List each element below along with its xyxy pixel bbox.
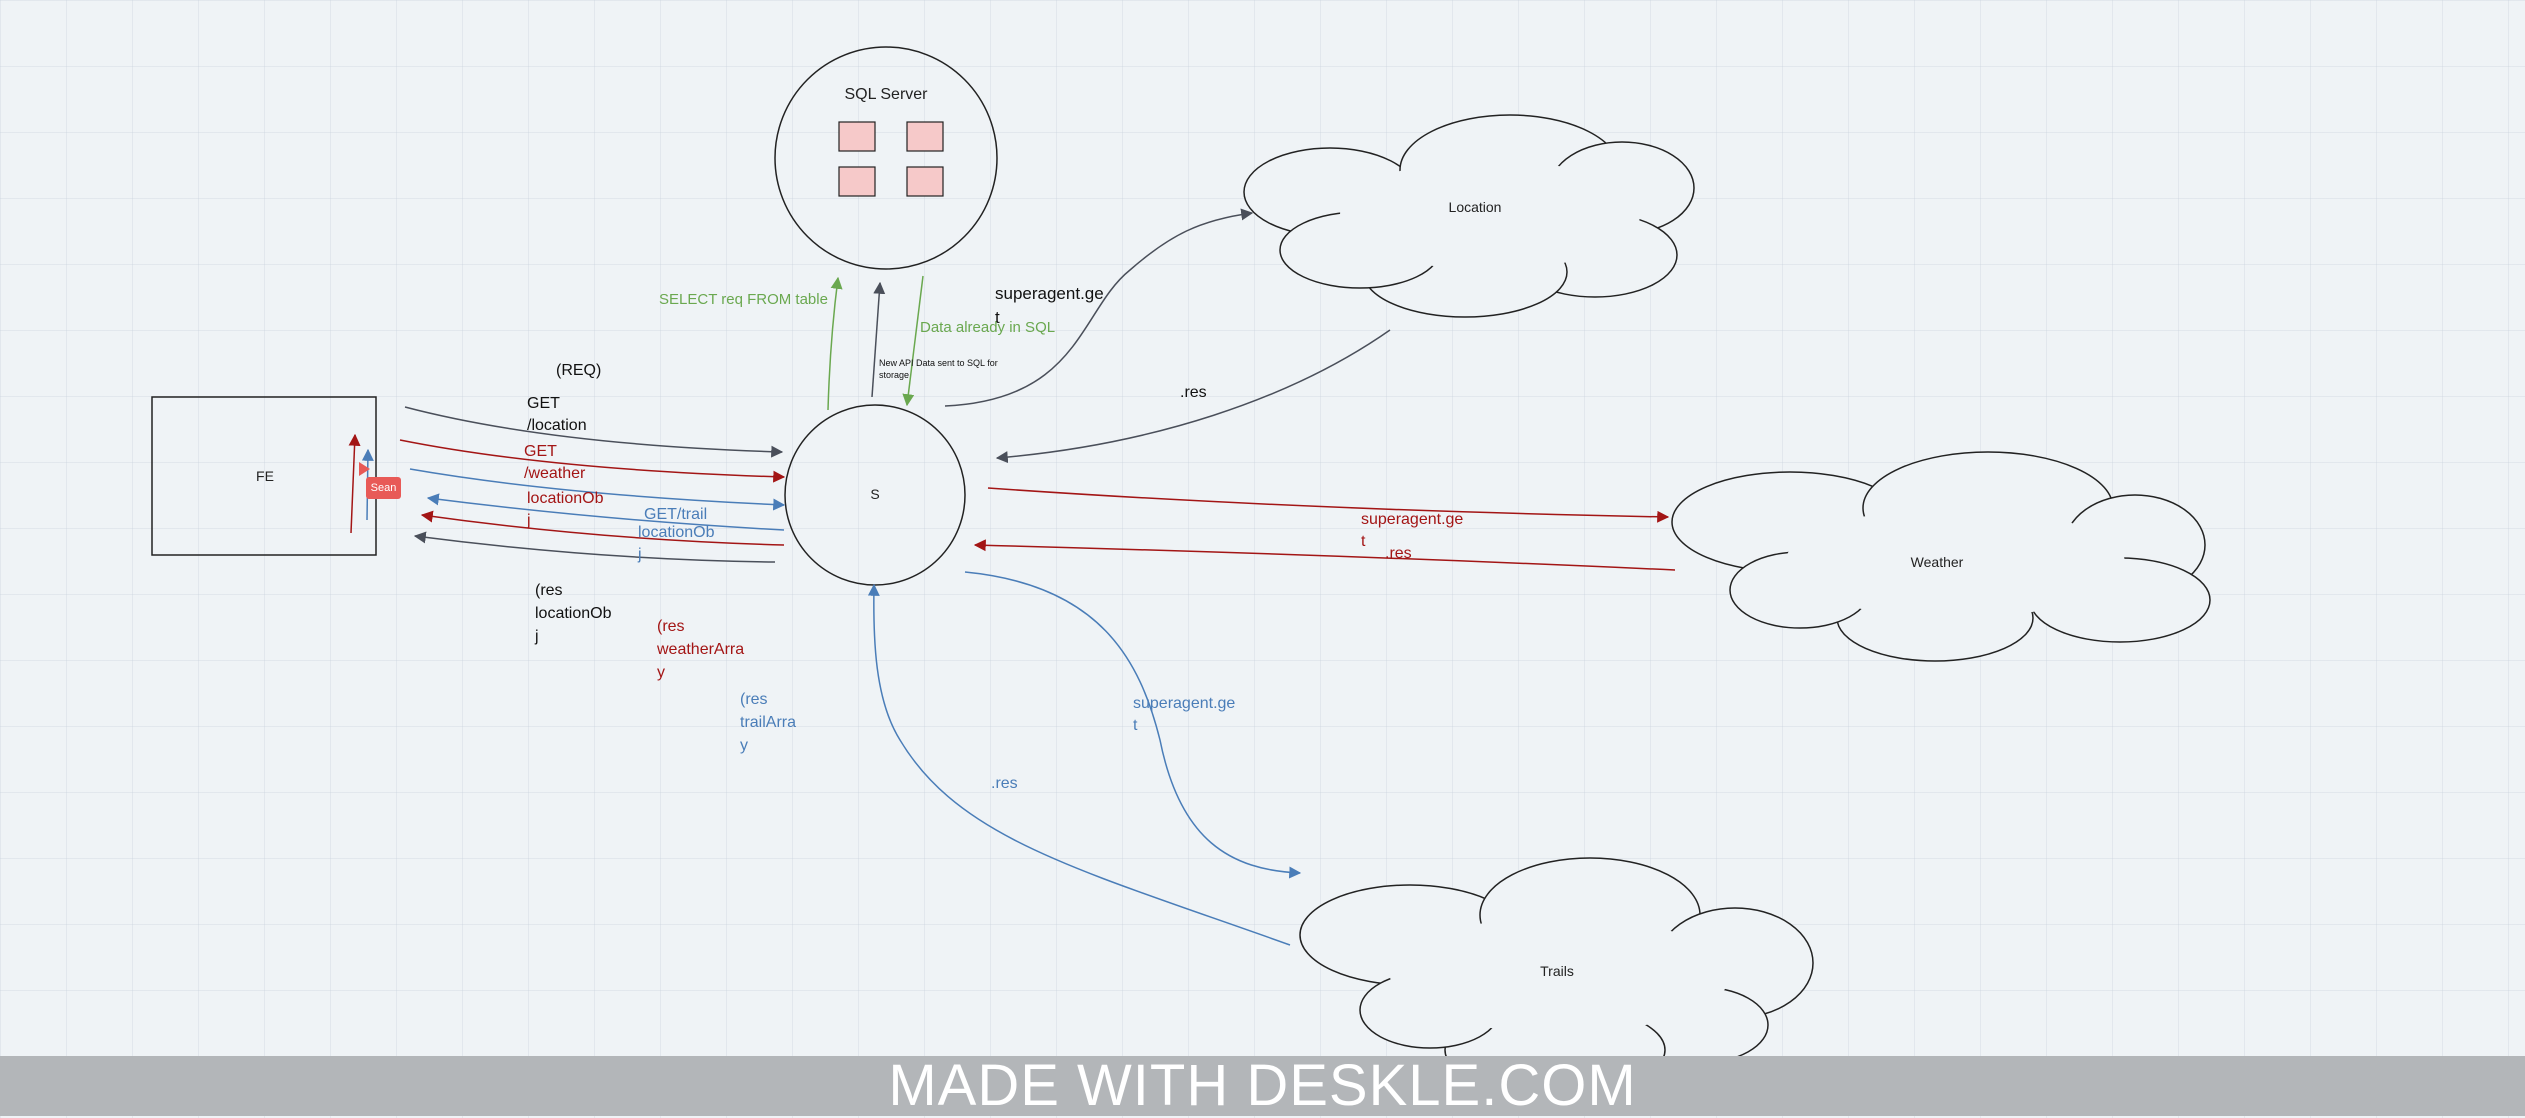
fe-node[interactable] xyxy=(151,396,377,556)
sql-table-4 xyxy=(906,166,944,197)
weather-cloud-node[interactable] xyxy=(1671,451,2211,662)
location-obj-blue-label: locationOb j xyxy=(638,524,715,564)
get-weather-arrow[interactable] xyxy=(399,439,786,483)
superagent-weather-label: superagent.ge t xyxy=(1361,511,1464,551)
res-location-arrow[interactable] xyxy=(413,531,776,563)
sql-table-1 xyxy=(838,121,876,152)
fe-red-up-arrow xyxy=(348,433,361,534)
res-trails-cloud-label: .res xyxy=(991,775,1018,792)
res-trail-arrow[interactable] xyxy=(426,493,785,531)
superagent-trails-label: superagent.ge t xyxy=(1133,695,1236,735)
new-api-data-label: New API Data sent to SQL for storage xyxy=(879,358,998,380)
sql-table-2 xyxy=(906,121,944,152)
select-req-label: SELECT req FROM table xyxy=(659,291,828,308)
trails-cloud-node[interactable] xyxy=(1299,857,1814,1096)
sql-table-3 xyxy=(838,166,876,197)
get-location-label: GET /location xyxy=(527,395,587,435)
get-trail-label: GET/trail xyxy=(644,506,708,523)
res-weather-label: (res weatherArra y xyxy=(657,618,745,682)
superagent-weather-arrow[interactable] xyxy=(987,487,1670,523)
location-label: Location xyxy=(1448,199,1502,215)
weather-label: Weather xyxy=(1910,554,1964,570)
watermark-banner: MADE WITH DESKLE.COM xyxy=(0,1056,2525,1116)
res-trails-cloud-arrow[interactable] xyxy=(867,583,1291,946)
location-obj-red-label: locationOb j xyxy=(527,490,604,530)
superagent-location-arrow[interactable] xyxy=(944,208,1254,407)
res-trail-label: (res trailArra y xyxy=(740,691,797,755)
data-already-label: Data already in SQL xyxy=(920,319,1056,336)
get-weather-label: GET /weather xyxy=(524,443,586,483)
fe-label: FE xyxy=(256,468,274,484)
get-location-arrow[interactable] xyxy=(404,406,784,458)
superagent-location-label: superagent.ge t xyxy=(995,284,1104,327)
req-label: (REQ) xyxy=(556,362,602,379)
new-api-data-arrow[interactable] xyxy=(871,281,886,398)
sql-server-label: SQL Server xyxy=(844,86,928,103)
res-location-cloud-arrow[interactable] xyxy=(995,329,1391,464)
location-cloud-node[interactable] xyxy=(1243,114,1695,318)
res-weather-cloud-label: .res xyxy=(1385,545,1412,562)
user-cursor-tag: Sean xyxy=(366,477,401,499)
trails-label: Trails xyxy=(1540,963,1574,979)
select-req-arrow[interactable] xyxy=(827,276,843,411)
res-weather-arrow[interactable] xyxy=(420,510,785,546)
res-location-cloud-label: .res xyxy=(1180,384,1207,401)
res-weather-cloud-arrow[interactable] xyxy=(973,539,1676,571)
res-location-label: (res locationOb j xyxy=(535,582,612,646)
get-trail-arrow[interactable] xyxy=(409,468,786,511)
superagent-trails-arrow[interactable] xyxy=(964,571,1302,879)
sql-server-node[interactable] xyxy=(774,46,998,270)
data-already-arrow[interactable] xyxy=(902,275,924,407)
fe-red-pointer xyxy=(359,462,370,476)
server-label: S xyxy=(870,486,880,502)
